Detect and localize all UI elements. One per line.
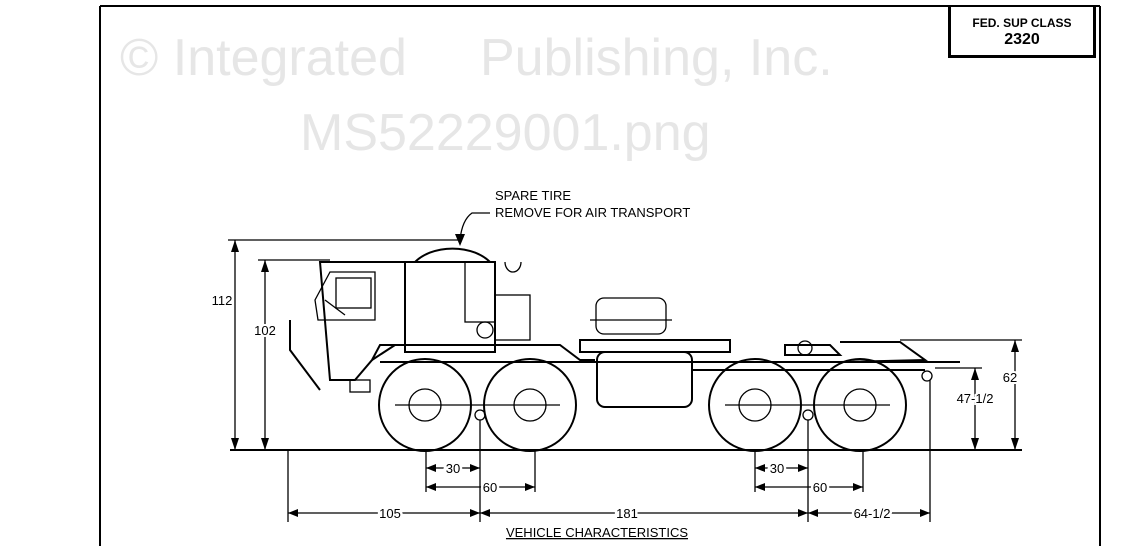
- callout-line-2: REMOVE FOR AIR TRANSPORT: [495, 205, 690, 220]
- dim-rear-overhang: 64-1/2: [854, 506, 891, 521]
- watermark: © Integrated Publishing, Inc. MS52229001…: [120, 29, 833, 162]
- horizontal-dimensions: 30 60 30 60 105 181 64-1/2 VEHICLE CHARA…: [287, 380, 931, 540]
- watermark-line-3: MS52229001.png: [300, 104, 711, 162]
- vertical-dimensions: 112 102 62 47-1/2: [212, 239, 1022, 450]
- dim-pintle-height: 47-1/2: [957, 391, 994, 406]
- dim-overall-height: 112: [212, 293, 233, 308]
- dim-front-overhang: 105: [379, 506, 401, 521]
- wheels: [378, 358, 907, 452]
- page-frame: [99, 5, 1101, 546]
- supply-class-box: FED. SUP CLASS 2320: [948, 6, 1096, 58]
- caption: VEHICLE CHARACTERISTICS: [506, 525, 688, 540]
- callout-line-1: SPARE TIRE: [495, 188, 571, 203]
- dim-wheelbase: 181: [616, 506, 638, 521]
- truck-outline: [289, 247, 960, 452]
- watermark-line-2: Publishing, Inc.: [480, 29, 833, 87]
- dim-rear-tandem-spacing: 60: [813, 480, 827, 495]
- supply-class-value: 2320: [1004, 31, 1040, 48]
- dim-front-axle-half: 30: [446, 461, 460, 476]
- spare-tire-callout: SPARE TIRE REMOVE FOR AIR TRANSPORT: [455, 188, 690, 246]
- dim-cab-height: 102: [254, 323, 276, 338]
- supply-class-label: FED. SUP CLASS: [972, 16, 1072, 30]
- dim-rear-axle-half: 30: [770, 461, 784, 476]
- dim-fifth-wheel-height: 62: [1003, 370, 1017, 385]
- dim-front-tandem-spacing: 60: [483, 480, 497, 495]
- watermark-line-1: © Integrated: [120, 29, 407, 87]
